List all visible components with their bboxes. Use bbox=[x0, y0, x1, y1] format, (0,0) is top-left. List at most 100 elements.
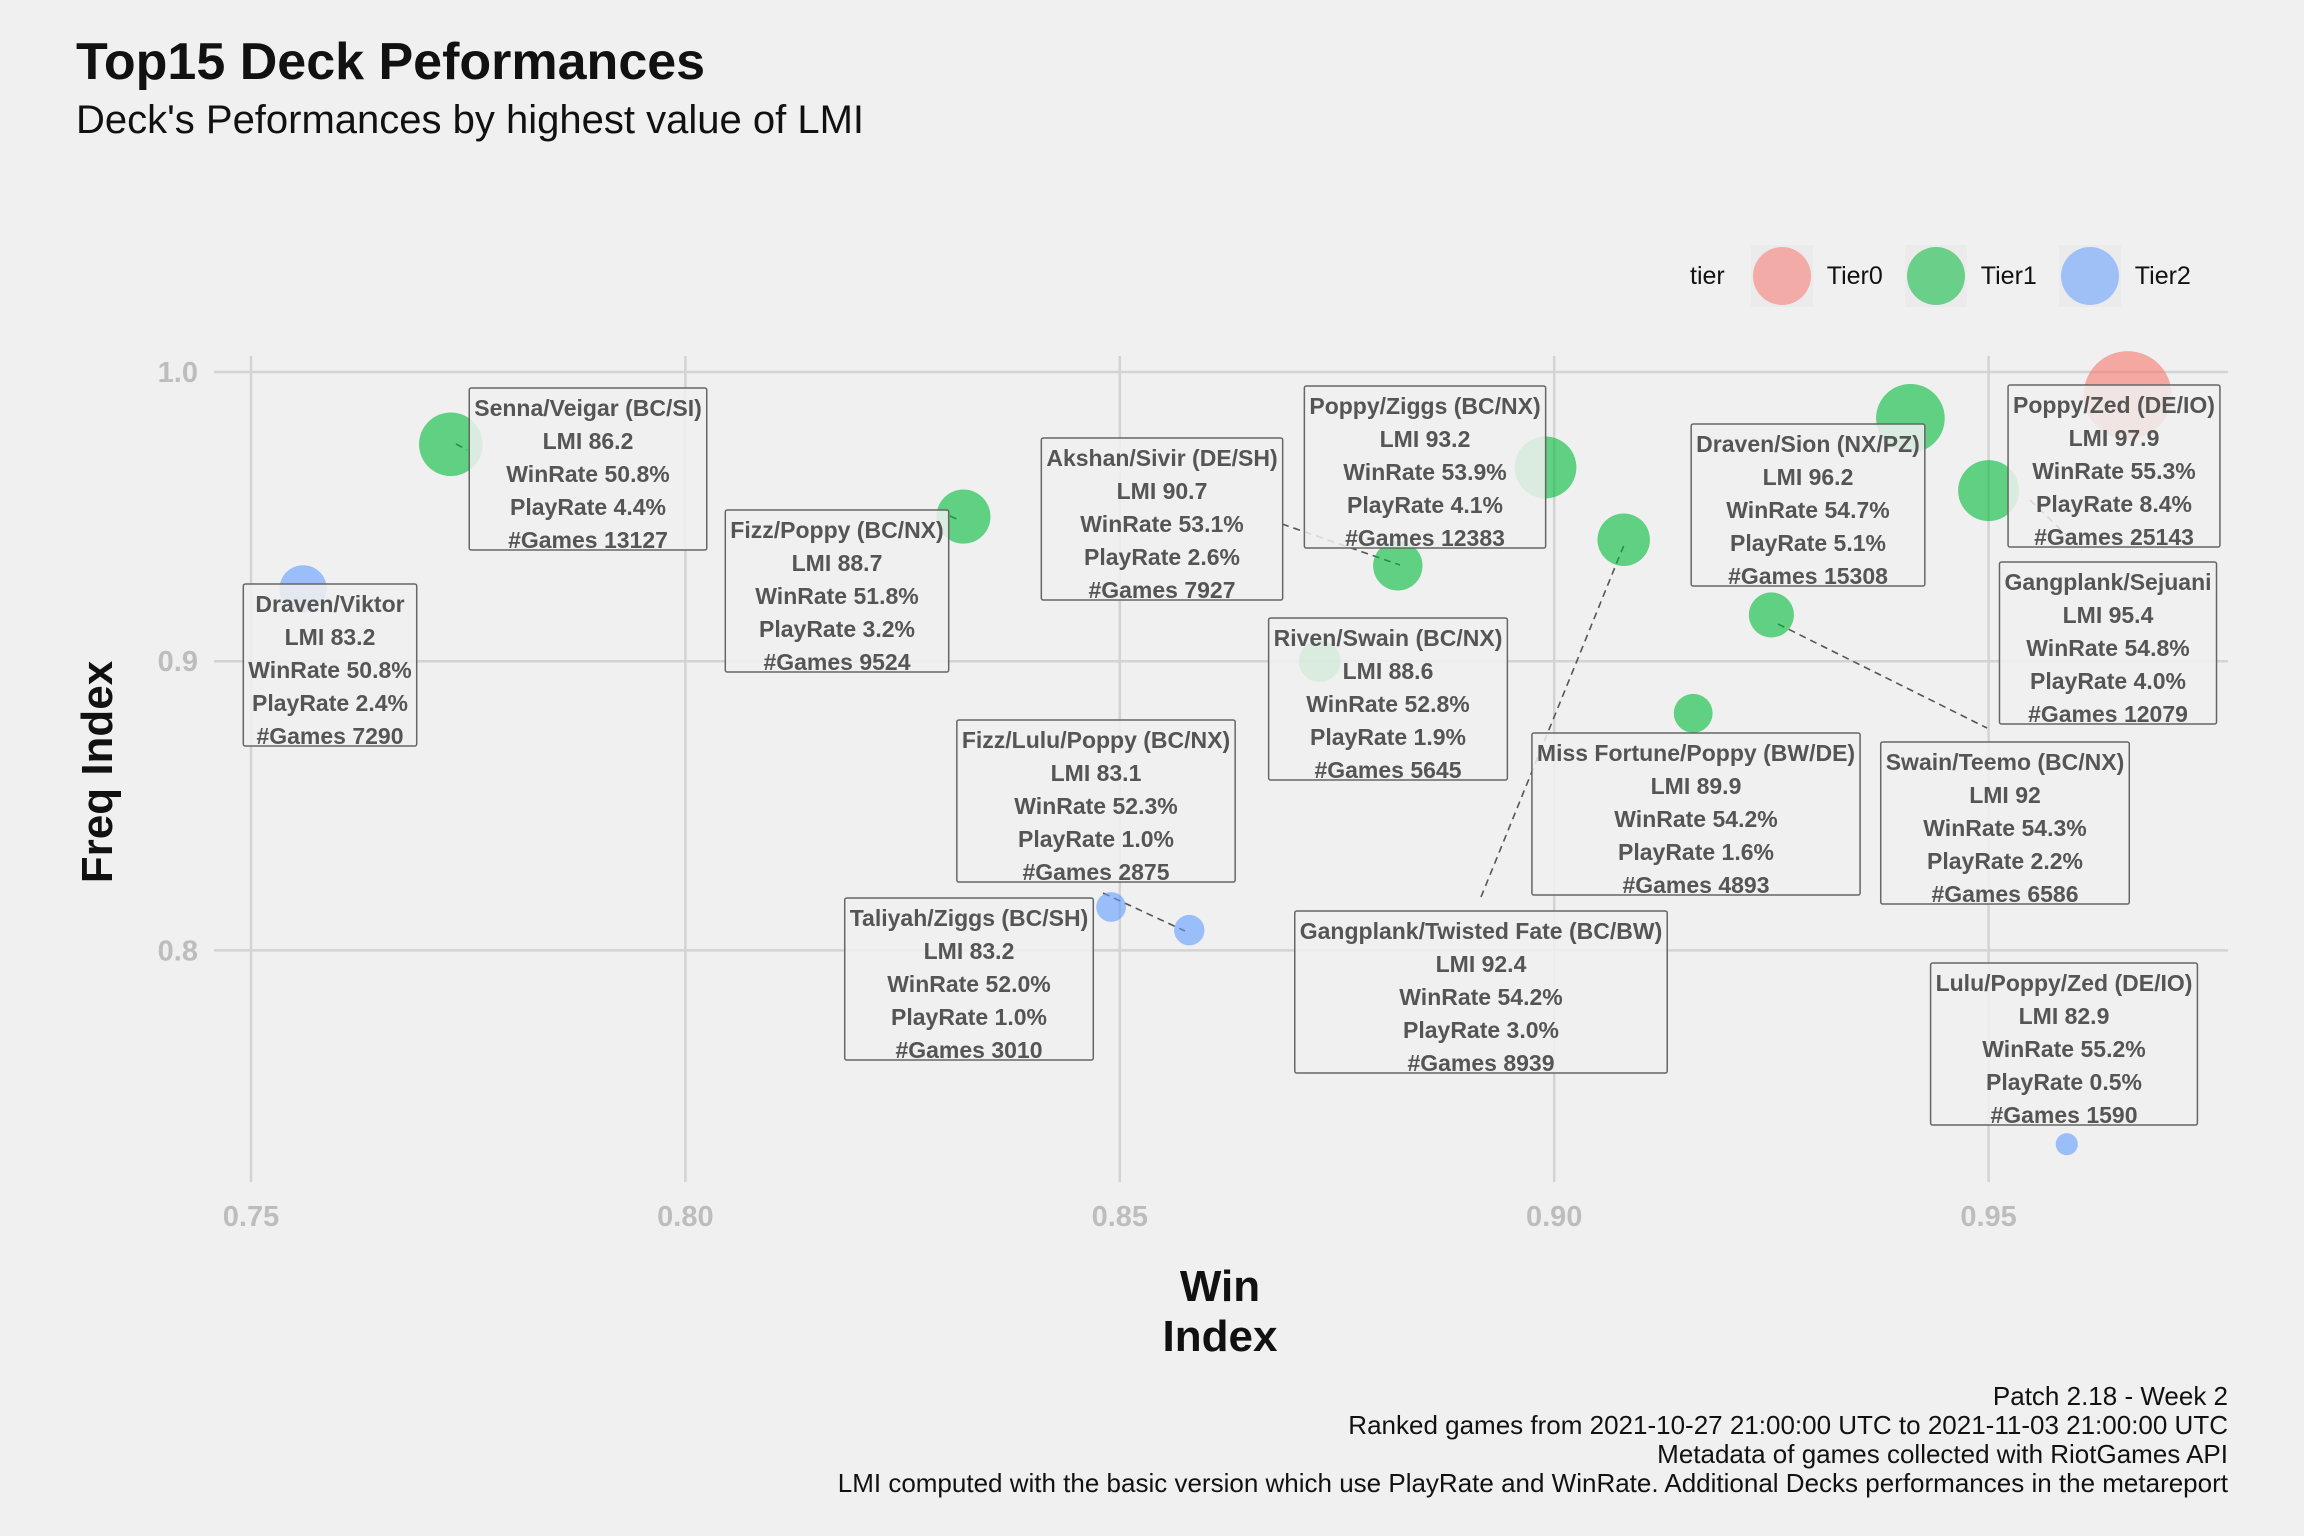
label-text: Draven/Sion (NX/PZ) bbox=[1696, 431, 1920, 457]
label-text: Miss Fortune/Poppy (BW/DE) bbox=[1537, 740, 1855, 766]
label-text: #Games 4893 bbox=[1622, 872, 1769, 898]
label-text: LMI 83.2 bbox=[924, 938, 1015, 964]
label-text: #Games 12383 bbox=[1345, 525, 1505, 551]
label-text: PlayRate 2.4% bbox=[252, 690, 408, 716]
y-axis-title: Freq Index bbox=[73, 660, 122, 884]
data-point bbox=[1958, 460, 2020, 522]
label-text: LMI 95.4 bbox=[2063, 602, 2154, 628]
data-point bbox=[2055, 1133, 2078, 1156]
label-text: #Games 12079 bbox=[2028, 701, 2188, 727]
label-text: WinRate 50.8% bbox=[506, 461, 669, 487]
label-text: Gangplank/Sejuani bbox=[2004, 569, 2211, 595]
label-box bbox=[1294, 910, 1668, 1074]
label-text: WinRate 54.3% bbox=[1923, 815, 2086, 841]
label-text: PlayRate 0.5% bbox=[1986, 1069, 2142, 1095]
legend-label-tier0: Tier0 bbox=[1826, 261, 1883, 290]
legend-title: tier bbox=[1690, 261, 1725, 290]
label-text: PlayRate 4.1% bbox=[1347, 492, 1503, 518]
label-box bbox=[956, 719, 1236, 883]
label-text: LMI 88.7 bbox=[792, 550, 883, 576]
label-text: Fizz/Lulu/Poppy (BC/NX) bbox=[962, 727, 1230, 753]
y-tick-label: 0.9 bbox=[158, 646, 198, 678]
label-text: WinRate 54.2% bbox=[1399, 984, 1562, 1010]
label-text: PlayRate 1.6% bbox=[1618, 839, 1774, 865]
label-text: Swain/Teemo (BC/NX) bbox=[1886, 749, 2125, 775]
label-text: #Games 7290 bbox=[256, 723, 403, 749]
label-box bbox=[1267, 617, 1509, 781]
label-text: PlayRate 1.0% bbox=[891, 1004, 1047, 1030]
label-text: #Games 15308 bbox=[1728, 563, 1888, 589]
label-text: Fizz/Poppy (BC/NX) bbox=[730, 517, 943, 543]
caption: Patch 2.18 - Week 2 Ranked games from 20… bbox=[838, 1382, 2228, 1498]
label-text: LMI 93.2 bbox=[1380, 426, 1471, 452]
label-text: PlayRate 8.4% bbox=[2036, 491, 2192, 517]
label-text: PlayRate 5.1% bbox=[1730, 530, 1886, 556]
caption-line: LMI computed with the basic version whic… bbox=[837, 1468, 2228, 1498]
label-text: Draven/Viktor bbox=[255, 591, 404, 617]
legend-swatch-tier1 bbox=[1906, 247, 1965, 305]
label-text: LMI 83.2 bbox=[285, 624, 376, 650]
label-text: PlayRate 4.0% bbox=[2030, 668, 2186, 694]
label-box bbox=[1998, 561, 2218, 725]
label-text: PlayRate 1.9% bbox=[1310, 724, 1466, 750]
label-box bbox=[242, 583, 418, 747]
x-tick-label: 0.75 bbox=[223, 1201, 279, 1233]
label-text: PlayRate 3.2% bbox=[759, 616, 915, 642]
chart-title: Top15 Deck Peformances bbox=[76, 33, 706, 91]
label-text: WinRate 52.3% bbox=[1014, 793, 1177, 819]
label-text: Lulu/Poppy/Zed (DE/IO) bbox=[1936, 970, 2193, 996]
label-text: Riven/Swain (BC/NX) bbox=[1274, 625, 1503, 651]
label-box bbox=[1303, 385, 1547, 549]
legend-key-tier1 bbox=[1904, 245, 1967, 307]
label-text: WinRate 54.2% bbox=[1614, 806, 1777, 832]
caption-line: Metadata of games collected with RiotGam… bbox=[1657, 1439, 2228, 1469]
leader-line bbox=[1480, 544, 1625, 898]
label-text: LMI 92 bbox=[1969, 782, 2041, 808]
data-point bbox=[936, 489, 991, 544]
label-box bbox=[724, 509, 950, 673]
label-box bbox=[468, 387, 708, 551]
point-label: Miss Fortune/Poppy (BW/DE) LMI 89.9WinRat… bbox=[1531, 732, 1861, 898]
legend-item-tier0: Tier0 bbox=[1750, 245, 1883, 307]
legend: tier Tier0 Tier1 Tier2 bbox=[1690, 245, 2213, 307]
data-points bbox=[279, 351, 2172, 1156]
label-text: Akshan/Sivir (DE/SH) bbox=[1046, 445, 1277, 471]
label-box bbox=[2007, 384, 2221, 548]
label-text: Senna/Veigar (BC/SI) bbox=[474, 395, 702, 421]
data-point bbox=[1748, 592, 1794, 638]
label-text: PlayRate 3.0% bbox=[1403, 1017, 1559, 1043]
label-text: LMI 82.9 bbox=[2019, 1003, 2110, 1029]
label-text: #Games 1590 bbox=[1990, 1102, 2137, 1128]
point-label: Gangplank/Twisted Fate (BC/BW)LMI 92.4Wi… bbox=[1294, 910, 1668, 1076]
label-text: PlayRate 2.2% bbox=[1927, 848, 2083, 874]
label-text: LMI 88.6 bbox=[1343, 658, 1434, 684]
y-tick-label: 0.8 bbox=[158, 935, 198, 967]
label-text: WinRate 53.1% bbox=[1080, 511, 1243, 537]
legend-swatch-tier2 bbox=[2060, 247, 2119, 305]
label-text: LMI 89.9 bbox=[1651, 773, 1742, 799]
label-text: LMI 90.7 bbox=[1117, 478, 1208, 504]
label-text: PlayRate 4.4% bbox=[510, 494, 666, 520]
label-text: #Games 2875 bbox=[1022, 859, 1169, 885]
label-text: WinRate 51.8% bbox=[755, 583, 918, 609]
x-tick-label: 0.80 bbox=[657, 1201, 713, 1233]
label-text: PlayRate 2.6% bbox=[1084, 544, 1240, 570]
label-text: WinRate 54.7% bbox=[1726, 497, 1889, 523]
label-box bbox=[1690, 423, 1926, 587]
label-text: Gangplank/Twisted Fate (BC/BW) bbox=[1300, 918, 1662, 944]
label-box bbox=[1040, 437, 1284, 601]
label-text: #Games 8939 bbox=[1407, 1050, 1554, 1076]
label-text: PlayRate 1.0% bbox=[1018, 826, 1174, 852]
caption-line: Patch 2.18 - Week 2 bbox=[1992, 1381, 2228, 1411]
label-box bbox=[843, 897, 1095, 1061]
